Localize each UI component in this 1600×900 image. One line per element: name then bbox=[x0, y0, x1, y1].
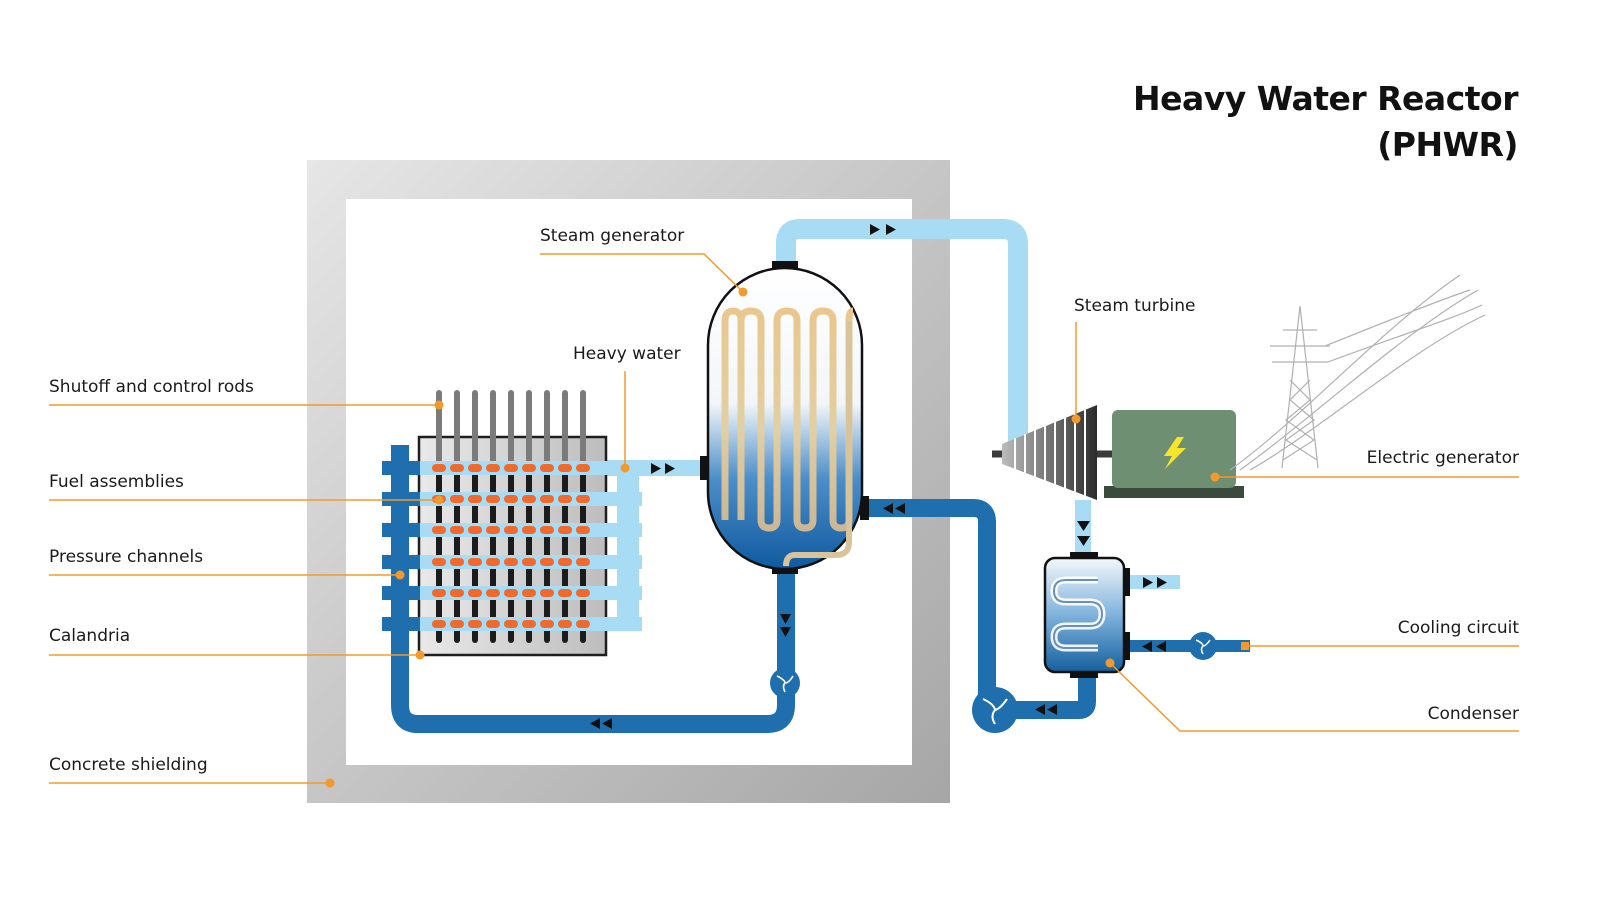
fuel-bundle bbox=[558, 526, 572, 534]
fuel-bundle bbox=[432, 558, 446, 566]
fuel-bundle bbox=[450, 495, 464, 503]
power-pylon-icon bbox=[1229, 274, 1486, 471]
fuel-bundle bbox=[450, 620, 464, 628]
fuel-bundle bbox=[522, 620, 536, 628]
label-calandria: Calandria bbox=[49, 626, 131, 646]
fuel-bundle bbox=[576, 620, 590, 628]
label-concrete-shielding: Concrete shielding bbox=[49, 755, 208, 775]
flow-arrow-icon bbox=[590, 224, 1167, 729]
fuel-bundle bbox=[432, 589, 446, 597]
fuel-bundle bbox=[522, 589, 536, 597]
title-line-1: Heavy Water Reactor bbox=[1132, 79, 1519, 118]
fuel-bundle bbox=[576, 558, 590, 566]
label-steam-turbine: Steam turbine bbox=[1074, 296, 1196, 316]
fuel-bundle bbox=[504, 495, 518, 503]
fuel-bundle bbox=[540, 495, 554, 503]
fuel-bundle bbox=[486, 558, 500, 566]
steam-generator bbox=[700, 261, 869, 574]
label-electric-generator: Electric generator bbox=[1366, 448, 1519, 468]
fuel-bundle bbox=[468, 464, 482, 472]
fuel-bundle bbox=[486, 495, 500, 503]
fuel-bundle bbox=[486, 464, 500, 472]
fuel-bundle bbox=[432, 526, 446, 534]
label-shutoff-rods: Shutoff and control rods bbox=[49, 377, 254, 397]
fuel-bundle bbox=[504, 526, 518, 534]
fuel-bundle bbox=[522, 526, 536, 534]
fuel-bundle bbox=[468, 526, 482, 534]
electric-generator bbox=[1104, 410, 1244, 498]
label-heavy-water: Heavy water bbox=[573, 344, 681, 364]
label-cooling-circuit: Cooling circuit bbox=[1397, 618, 1519, 638]
fuel-bundle bbox=[522, 495, 536, 503]
fuel-bundle bbox=[504, 464, 518, 472]
label-condenser: Condenser bbox=[1427, 704, 1519, 724]
fuel-bundle bbox=[522, 464, 536, 472]
pump-icon bbox=[972, 687, 1018, 733]
u-tubes bbox=[737, 307, 854, 532]
fuel-bundle bbox=[504, 589, 518, 597]
fuel-bundle bbox=[558, 620, 572, 628]
pump-icon bbox=[770, 668, 800, 698]
label-pressure-channels: Pressure channels bbox=[49, 547, 204, 567]
lightning-bolt-icon bbox=[1164, 437, 1186, 469]
fuel-bundle bbox=[558, 495, 572, 503]
fuel-bundle bbox=[450, 526, 464, 534]
fuel-bundle bbox=[558, 558, 572, 566]
fuel-bundle bbox=[504, 558, 518, 566]
fuel-bundle bbox=[558, 589, 572, 597]
steam-turbine bbox=[992, 405, 1112, 500]
fuel-bundle bbox=[576, 495, 590, 503]
label-steam-generator: Steam generator bbox=[540, 226, 685, 246]
fuel-bundle bbox=[540, 526, 554, 534]
fuel-bundle bbox=[540, 589, 554, 597]
fuel-bundle bbox=[432, 464, 446, 472]
condenser bbox=[1043, 552, 1130, 678]
fuel-assemblies bbox=[432, 464, 590, 628]
title-line-2: (PHWR) bbox=[1377, 125, 1518, 164]
fuel-bundle bbox=[468, 495, 482, 503]
fuel-bundle bbox=[468, 620, 482, 628]
fuel-bundle bbox=[450, 464, 464, 472]
fuel-bundle bbox=[486, 589, 500, 597]
fuel-bundle bbox=[450, 589, 464, 597]
callout-dots bbox=[325, 287, 1220, 788]
fuel-bundle bbox=[576, 589, 590, 597]
fuel-bundle bbox=[468, 589, 482, 597]
fuel-bundle bbox=[576, 526, 590, 534]
fuel-bundle bbox=[486, 526, 500, 534]
fuel-bundle bbox=[540, 620, 554, 628]
fuel-bundle bbox=[450, 558, 464, 566]
label-fuel-assemblies: Fuel assemblies bbox=[49, 472, 184, 492]
fuel-bundle bbox=[540, 464, 554, 472]
diagram-title: Heavy Water Reactor (PHWR) bbox=[1132, 76, 1519, 168]
pump-icon bbox=[1189, 632, 1217, 660]
fuel-bundle bbox=[486, 620, 500, 628]
fuel-bundle bbox=[522, 558, 536, 566]
fuel-bundle bbox=[558, 464, 572, 472]
callout-lines bbox=[49, 253, 1519, 784]
fuel-bundle bbox=[504, 620, 518, 628]
fuel-bundle bbox=[432, 620, 446, 628]
fuel-bundle bbox=[468, 558, 482, 566]
fuel-bundle bbox=[540, 558, 554, 566]
fuel-bundle bbox=[576, 464, 590, 472]
